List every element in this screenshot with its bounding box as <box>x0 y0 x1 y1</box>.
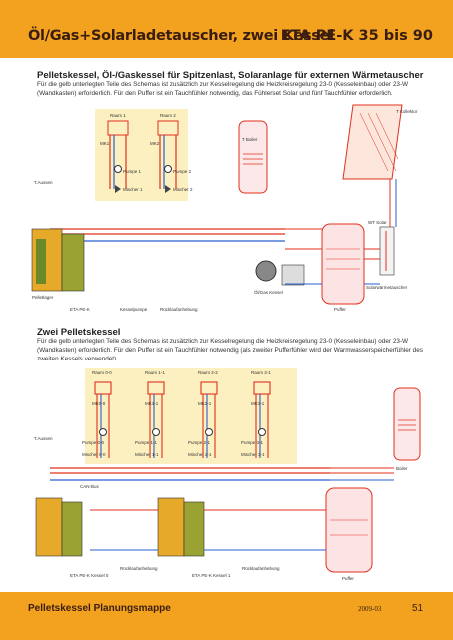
section1-text: Für die gelb unterlegten Teile des Schem… <box>37 81 409 97</box>
buffer-label: Puffer <box>334 307 346 312</box>
pump0-label: Pumpe 0-0 <box>82 440 105 445</box>
room3-label: Raum 3-1 <box>251 370 271 375</box>
room1-label: Raum 1-1 <box>145 370 165 375</box>
solar-hx-label: Solarwärmetauscher <box>366 285 408 290</box>
exchanger-label: WT Solar <box>368 220 387 225</box>
mk1-label: MK1-1 <box>145 401 159 406</box>
oil-boiler-label: Öl/Gas Kessel <box>254 289 283 295</box>
outside-sensor-label: T.Aussen <box>34 180 53 185</box>
room2-label: Raum 2 <box>160 113 176 118</box>
outside-sensor-label: T.Aussen <box>34 436 53 441</box>
mixer0-label: Mischer 0-0 <box>82 452 106 457</box>
bus-label: CAN-Bus <box>80 484 100 489</box>
page-title: Öl/Gas+Solarladetauscher, zwei Kessel <box>28 28 334 44</box>
return1-label: Rücklaufanhebung <box>120 566 158 571</box>
section2-text: Für die gelb unterlegten Teile des Schem… <box>37 338 423 363</box>
boiler1-label: ETA PE-K Kessel 1 <box>192 573 231 578</box>
pump2-label: Pumpe 2-1 <box>188 440 211 445</box>
room2-label: Raum 2-2 <box>198 370 218 375</box>
pellet-store-label: Pelletlager <box>32 295 54 300</box>
mk2-label: MK2 <box>150 141 160 146</box>
hydraulic-diagram-2: Raum 0-0 Raum 1-1 Raum 2-2 Raum 3-1 MK0-… <box>30 360 430 585</box>
hydraulic-diagram-1: Raum 1 Raum 2 MK1 MK2 Pumpe 1 Pumpe 2 Mi… <box>30 99 430 317</box>
mixer3-label: Mischer 3-1 <box>241 452 265 457</box>
footer-date: 2009-03 <box>358 605 382 613</box>
mk3-label: MK3-1 <box>251 401 265 406</box>
mixer1-label: Mischer 1 <box>123 187 143 192</box>
collector-label: T Kollektor <box>396 109 418 114</box>
mixer1-label: Mischer 1-1 <box>135 452 159 457</box>
return2-label: Rücklaufanhebung <box>242 566 280 571</box>
return-label: Rücklaufanhebung <box>160 307 198 312</box>
pump1-label: Pumpe 1 <box>123 169 142 174</box>
mk2-label: MK2-1 <box>198 401 212 406</box>
room0-label: Raum 0-0 <box>92 370 112 375</box>
footer-band <box>0 592 453 640</box>
buffer-label: Puffer <box>342 576 354 581</box>
room1-label: Raum 1 <box>110 113 126 118</box>
boiler-pump-label: Kesselpumpe <box>120 307 148 312</box>
hotwater-label: Boiler <box>396 466 408 471</box>
page-number: 51 <box>412 603 424 614</box>
footer-title: Pelletskessel Planungsmappe <box>28 603 171 614</box>
pump2-label: Pumpe 2 <box>173 169 192 174</box>
pe-label: ETA PE-K <box>70 307 90 312</box>
mixer2-label: Mischer 2 <box>173 187 193 192</box>
pump1-label: Pumpe 1-1 <box>135 440 158 445</box>
pump3-label: Pumpe 3-1 <box>241 440 264 445</box>
mk1-label: MK1 <box>100 141 110 146</box>
boiler0-label: ETA PE-K Kessel 0 <box>70 573 109 578</box>
section2-title: Zwei Pelletskessel <box>37 327 121 338</box>
section1-title: Pelletskessel, Öl-/Gaskessel für Spitzen… <box>37 70 424 81</box>
mixer2-label: Mischer 2-1 <box>188 452 212 457</box>
product-model: ETA PE-K 35 bis 90 <box>280 28 433 44</box>
mk0-label: MK0-0 <box>92 401 106 406</box>
header-band <box>0 0 453 58</box>
boiler-sensor-label: T Boiler <box>242 137 258 142</box>
